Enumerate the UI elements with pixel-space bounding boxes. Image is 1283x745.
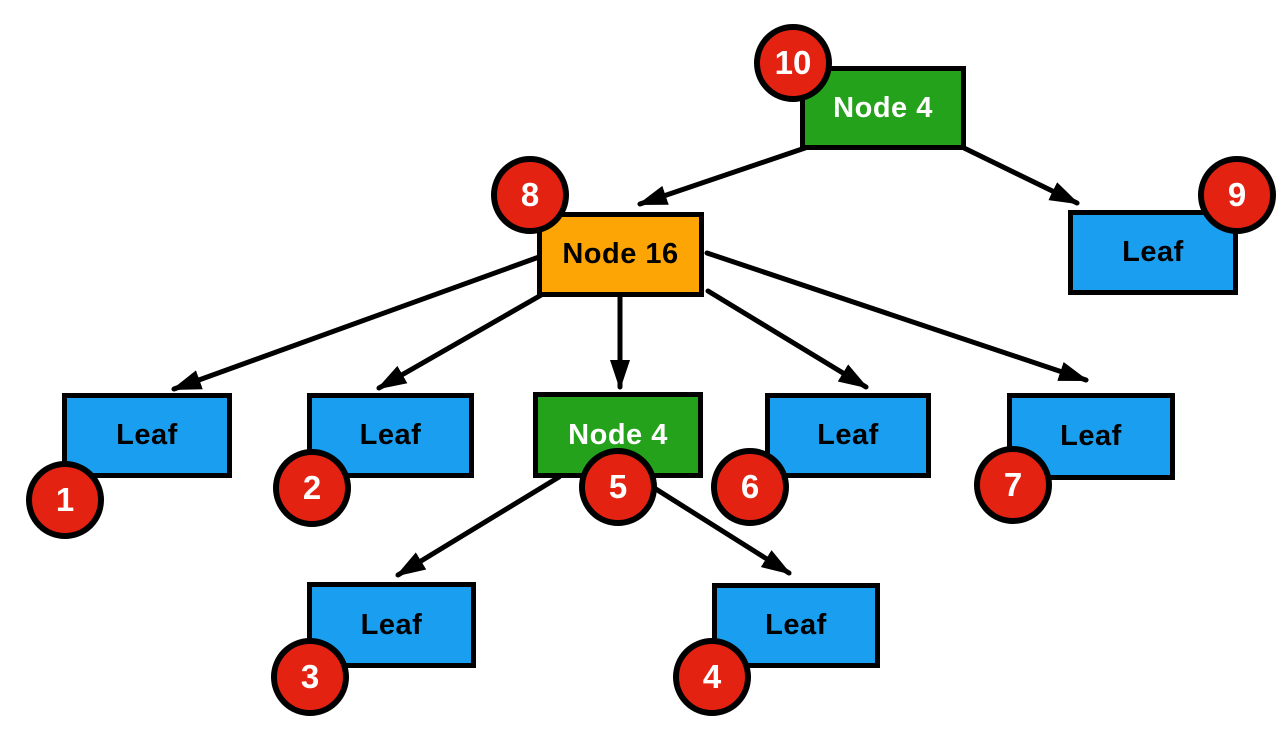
badge-6: 6 bbox=[711, 448, 789, 526]
node-box-8: Node 16 bbox=[537, 212, 704, 297]
node-box-3: Leaf bbox=[307, 582, 476, 668]
badge-9: 9 bbox=[1198, 156, 1276, 234]
node-box-6: Leaf bbox=[765, 393, 931, 478]
node-label-2: Leaf bbox=[359, 419, 422, 451]
badge-9-number: 9 bbox=[1227, 176, 1247, 213]
badge-8: 8 bbox=[491, 156, 569, 234]
badge-10-number: 10 bbox=[774, 44, 812, 81]
node-label-6: Leaf bbox=[817, 419, 879, 451]
node-box-9: Leaf bbox=[1068, 210, 1238, 295]
badge-3-number: 3 bbox=[300, 658, 320, 695]
node-label-9: Leaf bbox=[1122, 236, 1184, 268]
node-label-8: Node 16 bbox=[562, 238, 679, 270]
badge-7-number: 7 bbox=[1003, 466, 1023, 503]
badge-5-number: 5 bbox=[608, 468, 628, 505]
badge-2: 2 bbox=[273, 449, 351, 527]
node-box-1: Leaf bbox=[62, 393, 232, 478]
badge-7: 7 bbox=[974, 446, 1052, 524]
node-label-3: Leaf bbox=[360, 608, 423, 641]
badge-1: 1 bbox=[26, 461, 104, 539]
badge-2-number: 2 bbox=[302, 469, 322, 506]
edge-8-6 bbox=[705, 288, 869, 390]
node-label-5: Node 4 bbox=[568, 418, 668, 451]
node-label-1: Leaf bbox=[116, 419, 178, 451]
badge-6-number: 6 bbox=[740, 468, 760, 505]
edge-5-4 bbox=[637, 476, 792, 576]
node-label-7: Leaf bbox=[1060, 420, 1122, 452]
badge-10: 10 bbox=[754, 24, 832, 102]
node-box-2: Leaf bbox=[307, 393, 474, 478]
edge-5-3 bbox=[395, 474, 562, 578]
badge-3: 3 bbox=[271, 638, 349, 716]
badge-1-number: 1 bbox=[55, 481, 75, 518]
edge-8-7 bbox=[704, 250, 1089, 383]
node-label-4: Leaf bbox=[765, 609, 827, 641]
edge-8-1 bbox=[171, 254, 542, 392]
edge-10-9 bbox=[959, 144, 1080, 206]
node-label-10: Node 4 bbox=[833, 91, 933, 124]
badge-4-number: 4 bbox=[702, 658, 722, 695]
badge-4: 4 bbox=[673, 638, 751, 716]
edge-8-2 bbox=[376, 291, 546, 391]
badge-5: 5 bbox=[579, 448, 657, 526]
edge-10-8 bbox=[637, 144, 811, 207]
badge-8-number: 8 bbox=[520, 176, 540, 213]
